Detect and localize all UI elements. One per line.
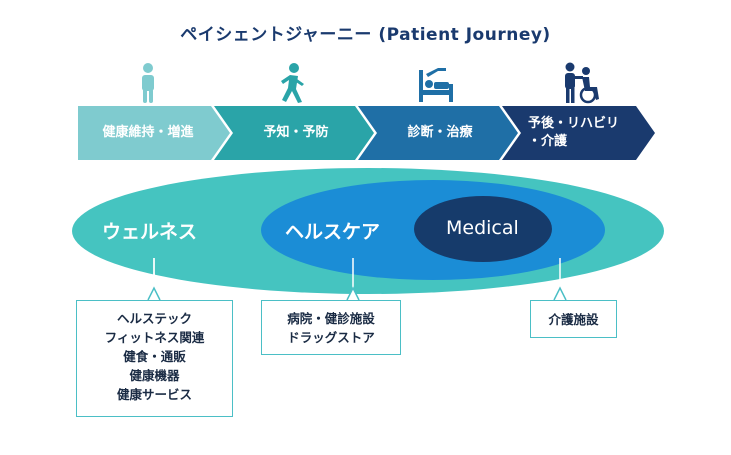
medical-item: 介護施設 — [548, 312, 599, 327]
stage-3-shape — [358, 106, 518, 160]
medical-box: 介護施設 — [530, 300, 617, 338]
stage-4-label-line2: ・介護 — [528, 134, 568, 149]
person-walking-icon — [281, 63, 304, 103]
wellness-box: ヘルステック フィットネス関連 健食・通販 健康機器 健康サービス — [76, 300, 233, 417]
patient-bed-icon — [419, 68, 453, 102]
wellness-callout — [147, 286, 161, 301]
stage-2: 予知・予防 — [236, 106, 356, 160]
healthcare-label: ヘルスケア — [285, 221, 381, 243]
wellness-item: 健康サービス — [116, 387, 192, 402]
stage-2-shape — [214, 106, 374, 160]
stage-4-shape — [502, 106, 655, 160]
wellness-item: 健康機器 — [129, 368, 180, 383]
stage-1: 健康維持・増進 — [78, 106, 218, 160]
stage-4: 予後・リハビリ ・介護 — [528, 106, 638, 160]
healthcare-item: ドラッグストア — [287, 330, 375, 345]
stage-2-label: 予知・予防 — [263, 125, 329, 140]
stage-3-label: 診断・治療 — [407, 125, 473, 140]
stage-4-label-line1: 予後・リハビリ — [528, 116, 620, 131]
wellness-item: フィットネス関連 — [104, 330, 205, 345]
stage-1-label: 健康維持・増進 — [102, 125, 194, 140]
medical-label: Medical — [446, 217, 519, 239]
healthcare-box: 病院・健診施設 ドラッグストア — [261, 300, 401, 355]
healthcare-item: 病院・健診施設 — [287, 311, 375, 326]
healthcare-callout — [346, 286, 360, 301]
caregiver-wheelchair-icon — [565, 62, 599, 104]
wellness-item: ヘルステック — [116, 311, 192, 326]
medical-ellipse — [414, 196, 552, 262]
person-standing-icon — [142, 63, 154, 103]
stage-1-shape — [78, 106, 230, 160]
wellness-item: 健食・通販 — [123, 349, 186, 364]
stage-3: 診断・治療 — [380, 106, 500, 160]
page-title: ペイシェントジャーニー (Patient Journey) — [180, 25, 551, 45]
wellness-label: ウェルネス — [102, 221, 198, 243]
medical-callout — [553, 286, 567, 301]
